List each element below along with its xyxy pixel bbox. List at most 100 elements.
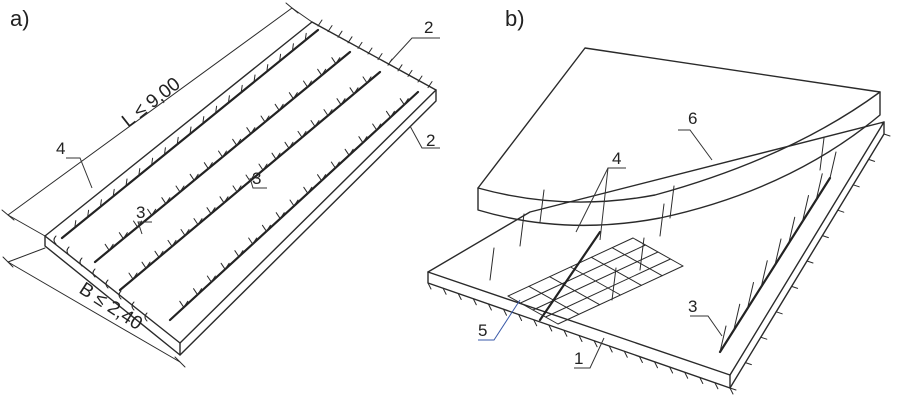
stirrup-tick xyxy=(245,174,255,182)
edge-stud xyxy=(837,209,845,213)
rib-tick xyxy=(304,32,307,41)
callout-2-top: 2 xyxy=(424,18,433,37)
callout-2-side: 2 xyxy=(426,131,435,150)
edge-stud xyxy=(760,336,768,340)
stirrup-tick xyxy=(399,98,409,106)
stirrup-tick xyxy=(303,186,313,195)
stirrup-tick xyxy=(288,92,298,100)
rib-tick xyxy=(266,64,269,73)
stirrup-tick xyxy=(219,196,229,204)
edge-tick xyxy=(407,69,413,77)
stirrup-tick xyxy=(206,207,216,215)
anchor-post xyxy=(669,185,675,219)
edge-stud xyxy=(427,282,432,290)
stirrup-tick xyxy=(284,141,294,150)
panel-a: a) L ≤ 9,00 B ≤ 2,40 2 2 3 xyxy=(1,2,440,368)
width-dimension-label: B ≤ 2,40 xyxy=(75,279,146,335)
stirrup-tick xyxy=(203,162,213,170)
stirrup-tick xyxy=(154,250,164,259)
edge-stud xyxy=(457,293,462,300)
callout-5-leader xyxy=(478,299,521,341)
callout-3-center-leader xyxy=(249,177,267,189)
rib-tick xyxy=(138,168,141,177)
hook-mark xyxy=(105,279,109,289)
stirrup-tick xyxy=(206,275,216,283)
rib-tick xyxy=(291,43,294,52)
edge-stud xyxy=(699,377,704,384)
stirrup-tick xyxy=(385,110,395,119)
rib-tick xyxy=(202,116,205,125)
edge-stud xyxy=(775,311,783,315)
rib-tick xyxy=(112,188,115,197)
stirrup-tick xyxy=(336,98,346,106)
rib-stud xyxy=(774,238,782,266)
edge-stud xyxy=(533,319,538,327)
stirrup-tick xyxy=(234,250,244,258)
stirrup-tick xyxy=(303,80,312,88)
callout-6: 6 xyxy=(688,109,697,128)
edge-tick xyxy=(417,75,423,83)
stirrup-tick xyxy=(232,185,242,193)
edge-tick xyxy=(357,41,363,49)
rib-tick xyxy=(176,136,179,145)
edge-tick xyxy=(397,64,403,72)
anchor-post xyxy=(519,213,525,247)
stirrup-tick xyxy=(189,173,199,182)
edge-tick xyxy=(327,25,333,33)
panel-b-label: b) xyxy=(505,6,525,31)
edge-stud xyxy=(593,340,598,348)
edge-tick xyxy=(367,47,373,55)
rib-stud xyxy=(733,303,741,331)
dimension-length xyxy=(1,2,313,237)
stirrup-tick xyxy=(344,148,354,157)
edge-stud xyxy=(714,382,719,390)
stirrup-tick xyxy=(258,163,268,172)
stirrup-tick xyxy=(289,199,299,207)
edge-stud xyxy=(548,324,553,332)
edge-stud xyxy=(791,285,799,289)
edge-stud xyxy=(563,329,568,337)
rib-tick xyxy=(163,147,166,156)
panel-b: b) 6 4 5 3 1 xyxy=(427,6,891,395)
callout-5: 5 xyxy=(478,321,487,340)
rib-tick xyxy=(253,74,256,83)
edge-stud xyxy=(883,133,891,137)
stirrup-tick xyxy=(246,127,256,135)
edge-stud xyxy=(608,345,613,353)
rib-tick xyxy=(227,95,230,104)
stirrup-tick xyxy=(218,150,227,158)
stirrup-tick xyxy=(274,103,284,112)
edge-stud xyxy=(623,350,628,358)
stirrup-tick xyxy=(358,136,368,144)
callout-2-top-leader xyxy=(389,37,440,63)
edge-stud xyxy=(669,366,674,374)
callout-4-b: 4 xyxy=(612,149,621,168)
edge-stud xyxy=(638,356,643,363)
stirrup-tick xyxy=(297,130,307,139)
rib-stud xyxy=(815,173,823,201)
stirrup-tick xyxy=(317,174,327,182)
rib-stud xyxy=(719,325,727,353)
stirrup-tick xyxy=(220,262,230,271)
callout-4-leader-b2 xyxy=(575,167,609,233)
stirrup-tick xyxy=(141,261,151,270)
mesh-bar xyxy=(557,265,684,325)
stirrup-tick xyxy=(260,115,270,123)
mesh-bar xyxy=(545,258,671,318)
mesh-main-bar xyxy=(538,230,602,322)
rib-tick xyxy=(125,178,128,187)
stirrup-tick xyxy=(331,57,341,65)
edge-stud xyxy=(472,298,477,306)
hook-mark xyxy=(79,257,83,267)
callout-4-leader xyxy=(66,157,93,189)
diagonal-rib-studs xyxy=(719,151,837,353)
upper-panel-thickness xyxy=(477,91,881,227)
upper-panel-top-face xyxy=(477,47,881,203)
callout-4: 4 xyxy=(56,139,65,158)
edge-stud xyxy=(852,184,860,188)
edge-tick xyxy=(317,19,323,27)
mesh-bar xyxy=(507,237,634,297)
stirrup-tick xyxy=(193,288,203,296)
edge-stud xyxy=(487,303,492,311)
